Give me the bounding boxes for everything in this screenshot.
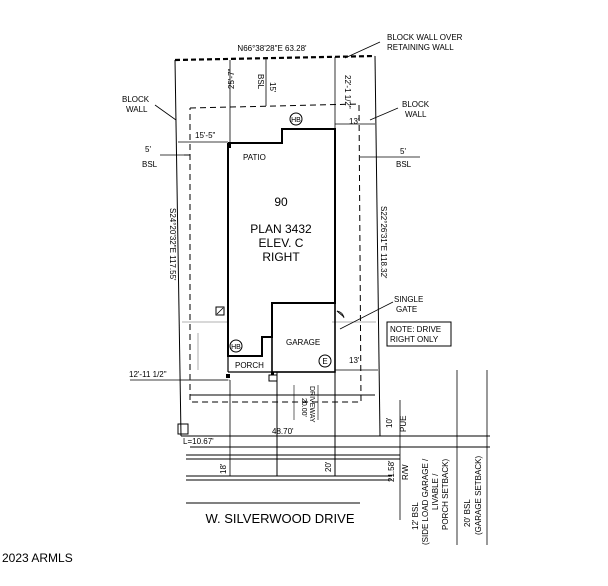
dim-10: 10' — [385, 417, 394, 428]
north-line-bearing: N66°38'28"E 63.28' — [237, 44, 307, 53]
hose-bib-top-label: HB — [291, 117, 301, 124]
rw-label: R/W — [401, 464, 410, 480]
bsl-12-line-1: 12' BSL — [411, 502, 420, 530]
pue-label: PUE — [399, 416, 408, 432]
drive-note-box — [386, 321, 452, 347]
bsl-12-line-3: LIVABLE / — [431, 473, 440, 510]
electric-meter-label: E — [322, 357, 327, 366]
single-gate-label-1: SINGLE — [394, 295, 423, 304]
driveway — [276, 372, 336, 476]
drive-note-line-2: RIGHT ONLY — [390, 335, 439, 344]
dim-5-left: 5' — [145, 145, 151, 154]
building-setback-line — [189, 103, 362, 403]
driveway-width: 20.00' — [300, 398, 307, 417]
dimension-lines — [130, 57, 488, 545]
block-wall-left-label-2: WALL — [126, 105, 148, 114]
street-name: W. SILVERWOOD DRIVE — [205, 511, 354, 526]
garage-label: GARAGE — [286, 338, 320, 347]
bsl-12-line-2: (SIDE LOAD GARAGE / — [421, 458, 430, 545]
orientation-label: RIGHT — [262, 250, 300, 264]
bsl-left: BSL — [142, 160, 158, 169]
dim-18: 18' — [219, 463, 228, 474]
copyright: 2023 ARMLS — [2, 551, 73, 565]
bsl-20-line-2: (GARAGE SETBACK) — [474, 456, 483, 535]
block-wall-retaining-label-2: RETAINING WALL — [387, 43, 454, 52]
dim-25-7: 25'-7" — [227, 68, 236, 89]
porch-label: PORCH — [235, 361, 264, 370]
house-footprint — [227, 128, 336, 373]
hose-bib-bottom-label: HB — [231, 344, 241, 351]
dim-22-1: 22'-1 1/2" — [343, 75, 352, 109]
left-bearing: S24°20'32"E 117.55' — [168, 208, 177, 281]
driveway-label: DRIVEWAY — [308, 386, 315, 423]
right-bearing: S22°26'31"E 118.32' — [379, 206, 388, 279]
bsl-15-dim: 15' — [268, 82, 277, 93]
leader-lines — [154, 41, 399, 121]
dim-5-right: 5' — [400, 147, 406, 156]
single-gate — [336, 301, 394, 330]
dim-13-bottom: 13' — [349, 356, 360, 365]
dim-13-top: 13' — [349, 117, 360, 126]
plan-label: PLAN 3432 — [250, 222, 312, 236]
dim-21-58: 21.58' — [387, 460, 396, 482]
curve-length: L=10.67' — [183, 437, 214, 446]
drive-note-line-1: NOTE: DRIVE — [390, 325, 441, 334]
dim-12-11: 12'-11 1/2" — [129, 370, 167, 379]
elevation-label: ELEV. C — [259, 236, 304, 250]
bsl-right: BSL — [396, 160, 412, 169]
block-wall-left-label-1: BLOCK — [122, 95, 150, 104]
bsl-20-line-1: 20' BSL — [463, 499, 472, 527]
bsl-12-line-4: PORCH SETBACK) — [441, 459, 450, 530]
patio-label: PATIO — [243, 153, 266, 162]
single-gate-label-2: GATE — [396, 305, 417, 314]
block-wall-right-label-2: WALL — [405, 110, 427, 119]
dim-20: 20' — [324, 461, 333, 472]
block-wall-retaining-label-1: BLOCK WALL OVER — [387, 33, 463, 42]
markers: HB HB E — [215, 112, 332, 382]
block-wall-right-label-1: BLOCK — [402, 100, 430, 109]
lot-number: 90 — [274, 195, 288, 209]
dim-48-70: 48.70' — [272, 427, 294, 436]
dim-15-5: 15'-5" — [195, 131, 216, 140]
corner-box — [177, 423, 189, 435]
bsl-top-word: BSL — [256, 74, 265, 90]
